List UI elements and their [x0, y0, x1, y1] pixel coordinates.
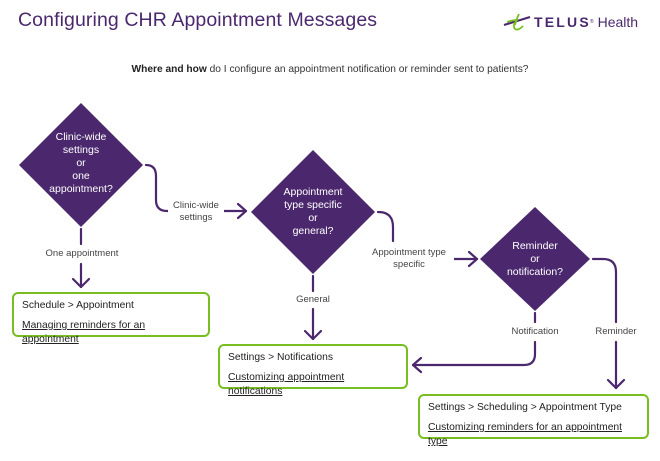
edge-label-line: Clinic-wide — [173, 200, 219, 211]
logo-trademark: ® — [589, 19, 594, 25]
help-link-managing-reminders[interactable]: Managing reminders for an appointment — [22, 320, 146, 345]
arrowhead-to-appointment-type — [606, 378, 626, 390]
outcome-box-settings-notifications: Settings > Notifications Customizing app… — [218, 344, 408, 397]
outcome-menu-path: Settings > Notifications — [228, 352, 334, 363]
edge-label-line: Reminder — [595, 326, 637, 337]
decision-line: one — [72, 170, 90, 182]
arrowhead-to-kind — [467, 250, 479, 268]
edge-label-line: Appointment type — [372, 247, 446, 258]
help-link-customizing-notifications[interactable]: Customizing appointment notifications — [228, 372, 345, 397]
edge-label-clinic-wide: Clinic-wide settings — [168, 200, 224, 224]
outcome-box-schedule-appointment: Schedule > Appointment Managing reminder… — [12, 292, 210, 345]
help-link-customizing-reminders-type[interactable]: Customizing reminders for an appointment… — [428, 422, 623, 447]
question-emphasis: Where and how — [131, 64, 207, 75]
connector-kind-to-notifications-segment — [411, 340, 537, 367]
telus-logo-icon — [503, 13, 531, 31]
decision-text-kind: Reminder or notification? — [495, 240, 575, 279]
question-text: do I configure an appointment notificati… — [206, 64, 529, 75]
connector-scope-to-type — [144, 163, 178, 213]
decision-line: appointment? — [49, 183, 113, 195]
decision-line: Reminder — [512, 240, 558, 252]
decision-line: or — [76, 157, 86, 169]
decision-line: type specific — [284, 199, 342, 211]
edge-label-notification: Notification — [503, 326, 567, 338]
telus-health-logo: TELUS® Health — [503, 11, 638, 33]
edge-label-line: One appointment — [45, 248, 119, 259]
decision-diamond-scope — [19, 103, 143, 227]
edge-label-appointment-type-specific: Appointment type specific — [364, 247, 454, 271]
outcome-box-appointment-type: Settings > Scheduling > Appointment Type… — [418, 394, 649, 447]
edge-label-one-appointment: One appointment — [36, 248, 128, 260]
arrowhead-to-notifications — [303, 329, 323, 341]
page-title: Configuring CHR Appointment Messages — [18, 9, 378, 31]
outcome-menu-path: Schedule > Appointment — [22, 300, 134, 311]
decision-diamond-type — [251, 150, 375, 274]
outcome-menu-path: Settings > Scheduling > Appointment Type — [428, 402, 622, 413]
decision-text-scope: Clinic-wide settings or one appointment? — [41, 131, 121, 196]
decision-line: settings — [62, 144, 100, 156]
decision-line: Clinic-wide — [55, 131, 107, 143]
arrowhead-to-type — [236, 202, 248, 220]
decision-line: or — [530, 253, 540, 265]
edge-label-line: settings — [179, 212, 213, 223]
edge-label-reminder: Reminder — [589, 326, 643, 338]
decision-line: general? — [292, 225, 334, 237]
logo-brand-text: TELUS — [534, 14, 591, 30]
connector-type-to-kind — [376, 210, 395, 243]
edge-label-line: specific — [393, 259, 425, 270]
logo-product-text: Health — [597, 14, 639, 30]
edge-label-line: General — [296, 294, 330, 305]
edge-label-line: Notification — [511, 326, 559, 337]
decision-text-type: Appointment type specific or general? — [268, 186, 358, 238]
edge-label-general: General — [290, 294, 336, 306]
decision-diamond-kind — [480, 207, 590, 311]
decision-line: or — [308, 212, 318, 224]
arrowhead-to-schedule — [71, 277, 91, 289]
decision-line: notification? — [506, 266, 564, 278]
arrowhead-from-notification — [411, 356, 423, 374]
connector-kind-to-appointment-type — [591, 257, 618, 324]
guiding-question: Where and how do I configure an appointm… — [0, 64, 660, 75]
decision-line: Appointment — [283, 186, 343, 198]
